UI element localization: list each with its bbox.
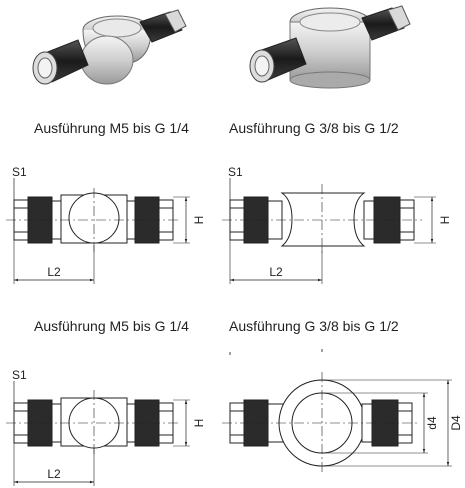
caption-side-right: Ausführung G 3/8 bis G 1/2 xyxy=(229,318,399,334)
caption-side-left: Ausführung M5 bis G 1/4 xyxy=(34,318,189,334)
label-h-side-small: H xyxy=(192,216,206,225)
caption-iso-left: Ausführung M5 bis G 1/4 xyxy=(34,120,189,136)
side-view-small xyxy=(6,178,190,284)
label-s1-row3: S1 xyxy=(12,368,27,382)
label-h-side-large: H xyxy=(438,216,452,225)
caption-iso-right: Ausführung G 3/8 bis G 1/2 xyxy=(229,120,399,136)
label-s1-side-large: S1 xyxy=(228,165,243,179)
label-h-row3: H xyxy=(192,419,206,428)
label-s1-side-small: S1 xyxy=(12,165,27,179)
label-D4-large: D4 xyxy=(449,415,463,431)
label-l2-row3: L2 xyxy=(47,467,61,481)
label-l2-side-large: L2 xyxy=(269,265,283,279)
label-d4-small: d4 xyxy=(425,416,439,430)
side-view-large xyxy=(222,178,436,284)
iso-fitting-small xyxy=(32,9,187,85)
iso-fitting-large xyxy=(249,5,411,89)
side-view-small-2 xyxy=(6,381,190,486)
label-l2-side-small: L2 xyxy=(47,265,61,279)
top-view-ring xyxy=(222,372,452,474)
